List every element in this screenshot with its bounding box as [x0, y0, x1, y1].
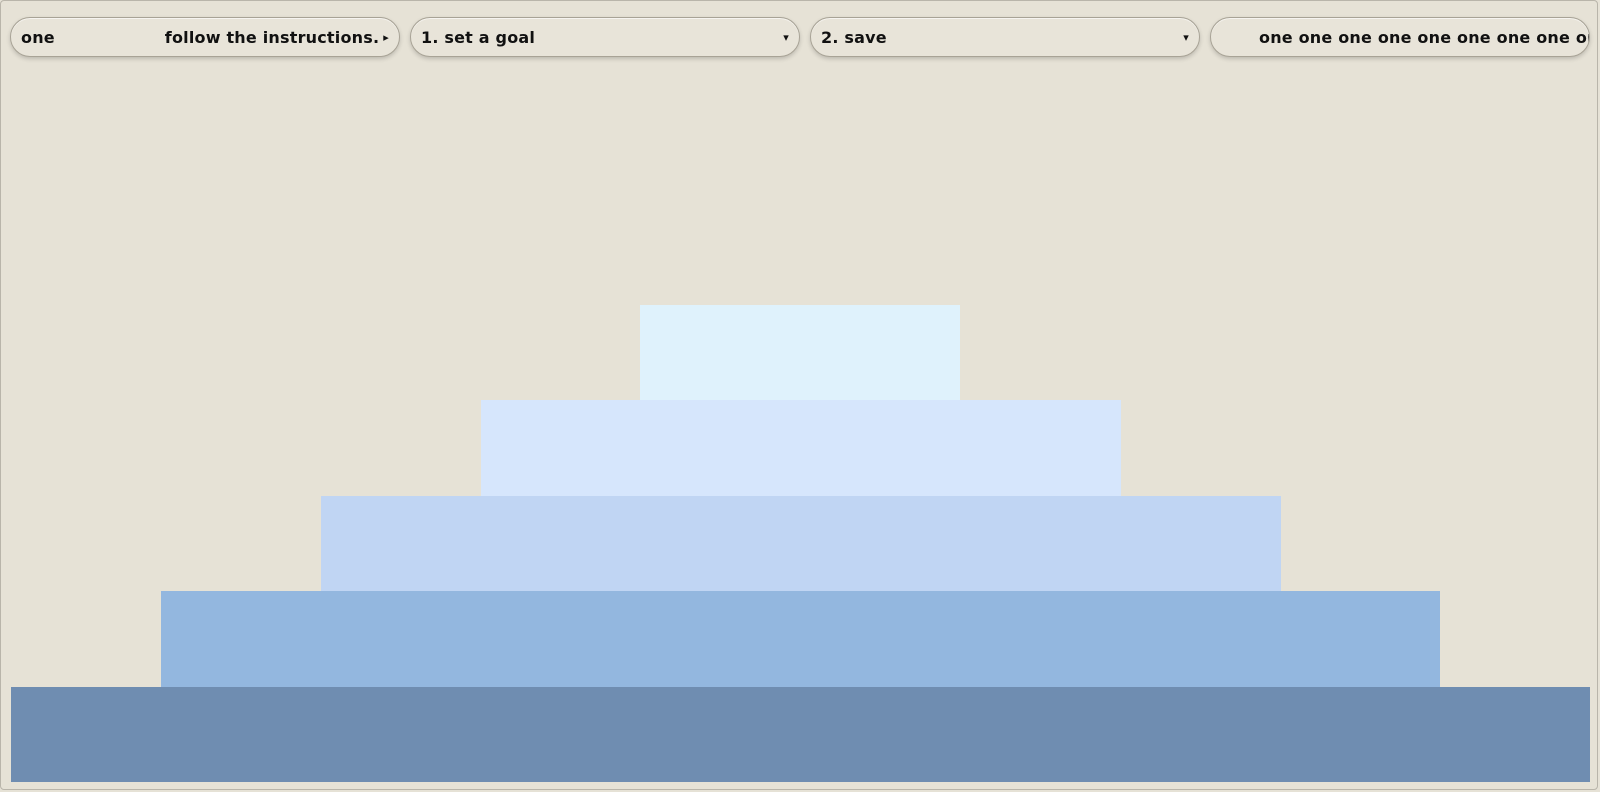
toolbar: one follow the instructions. ▸ 1. set a …	[10, 17, 1590, 57]
pyramid-tier-top	[640, 305, 960, 401]
intro-pill-button[interactable]: one follow the instructions. ▸	[10, 17, 400, 57]
ticker-pill[interactable]: one one one one one one one one one one …	[1210, 17, 1590, 57]
pyramid-tier-3	[321, 496, 1281, 592]
pyramid-tier-4	[161, 591, 1440, 687]
instruction-text: follow the instructions.	[164, 27, 380, 47]
set-goal-dropdown[interactable]: 1. set a goal ▾	[410, 17, 800, 57]
ticker-text: one one one one one one one one one one …	[1259, 27, 1589, 47]
chevron-down-icon: ▾	[783, 30, 789, 44]
pyramid-tier-2	[481, 400, 1121, 496]
play-arrow-icon: ▸	[383, 30, 389, 44]
chevron-down-icon: ▾	[1183, 30, 1189, 44]
intro-label: one	[21, 27, 55, 47]
pyramid-tier-base	[11, 687, 1590, 782]
save-label: 2. save	[821, 27, 887, 47]
set-goal-label: 1. set a goal	[421, 27, 536, 47]
save-dropdown[interactable]: 2. save ▾	[810, 17, 1200, 57]
